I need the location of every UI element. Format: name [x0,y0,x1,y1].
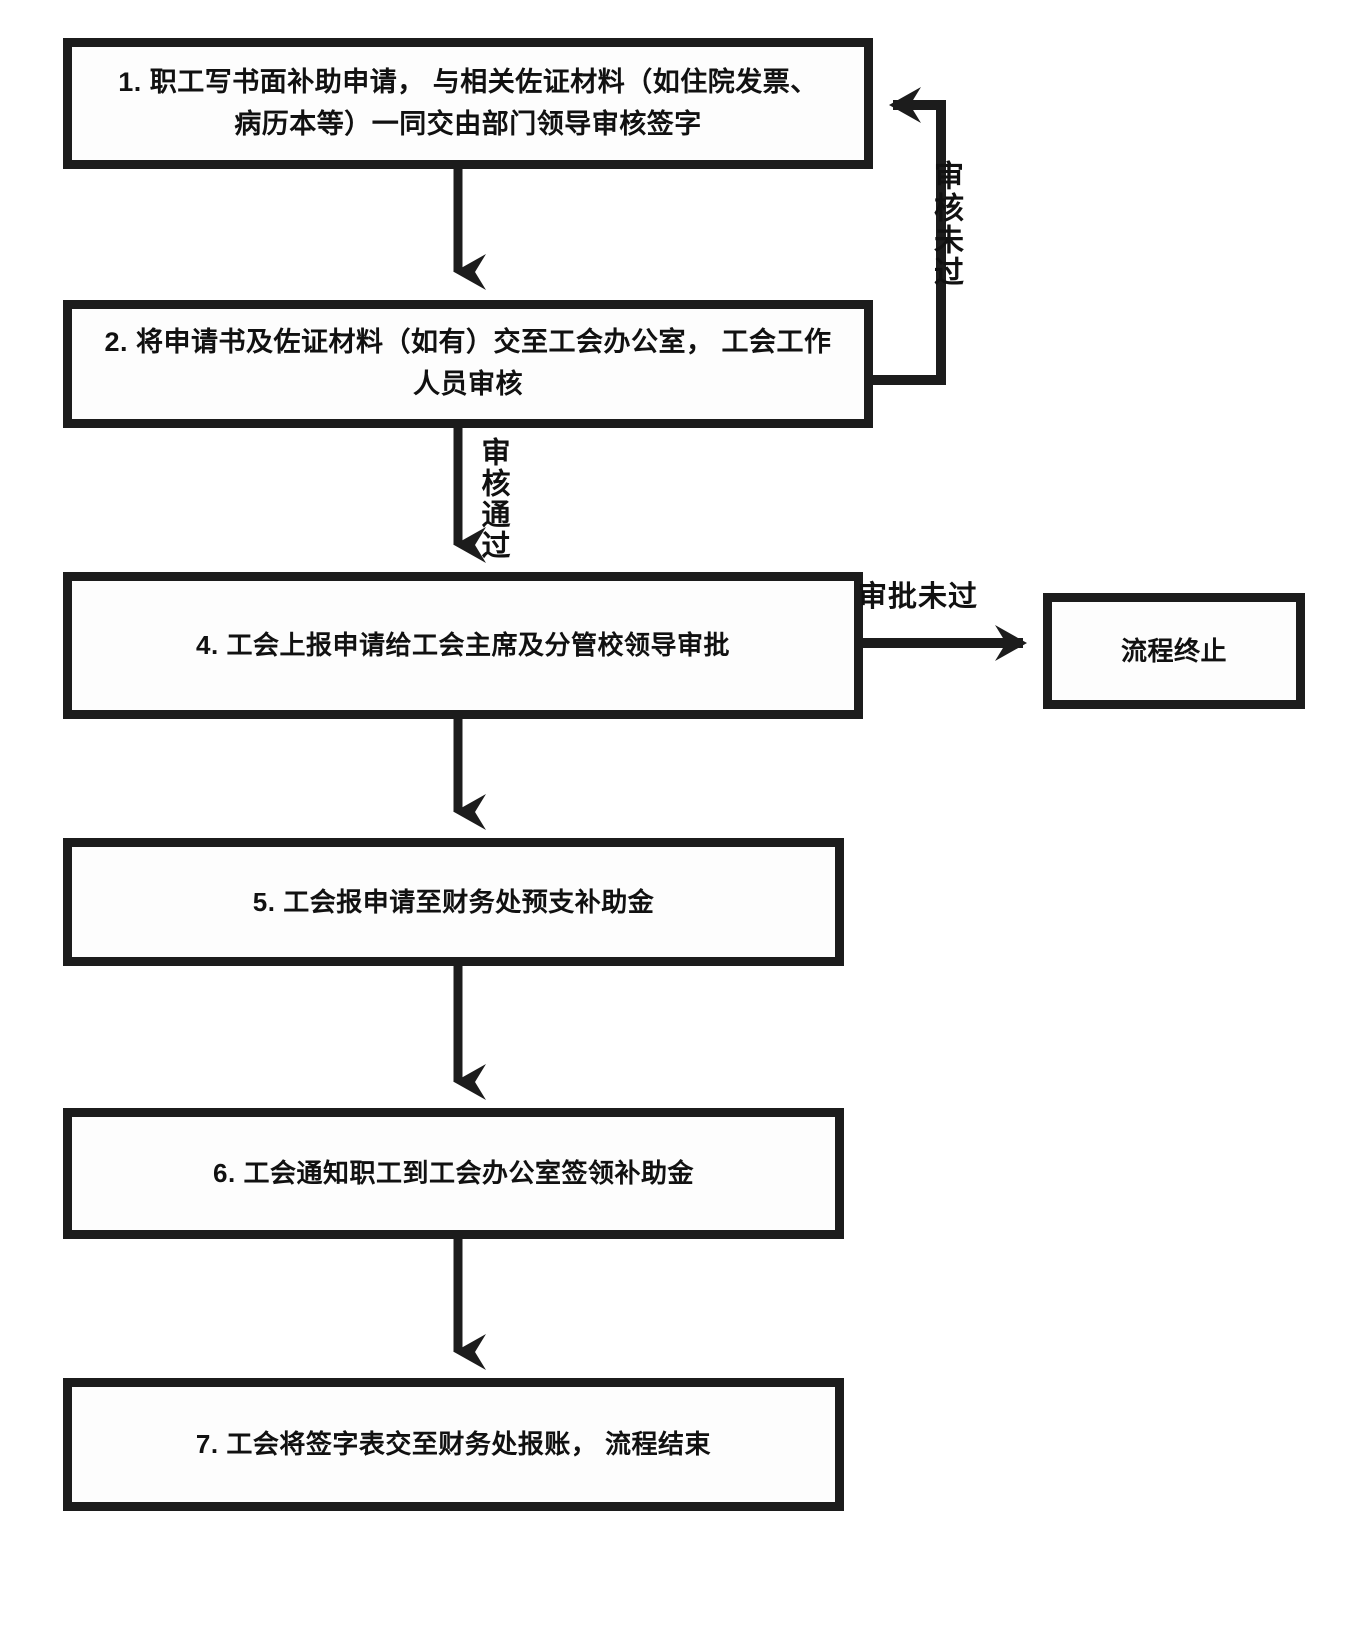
step-6-label: 6. 工会通知职工到工会办公室签领补助金 [213,1158,694,1189]
step-7-label: 7. 工会将签字表交至财务处报账， 流程结束 [195,1429,712,1460]
step-2-label: 2. 将申请书及佐证材料（如有）交至工会办公室， 工会工作 人员审核 [104,327,832,399]
step-1-node[interactable]: 1. 职工写书面补助申请， 与相关佐证材料（如住院发票、 病历本等）一同交由部门… [63,38,873,169]
step-7-node[interactable]: 7. 工会将签字表交至财务处报账， 流程结束 [63,1378,844,1511]
terminate-label: 流程终止 [1120,635,1227,666]
step-5-label: 5. 工会报申请至财务处预支补助金 [252,886,655,917]
step-5-node[interactable]: 5. 工会报申请至财务处预支补助金 [63,838,844,966]
edge-label-reject-approval: 审批未过 [858,581,979,613]
terminate-node[interactable]: 流程终止 [1043,593,1305,709]
step-1-label: 1. 职工写书面补助申请， 与相关佐证材料（如住院发票、 病历本等）一同交由部门… [118,66,818,139]
edge-label-pass-review: 审核通过 [477,437,509,561]
step-4-node[interactable]: 4. 工会上报申请给工会主席及分管校领导审批 [63,572,863,719]
step-4-label: 4. 工会上报申请给工会主席及分管校领导审批 [196,630,730,661]
step-2-node[interactable]: 2. 将申请书及佐证材料（如有）交至工会办公室， 工会工作 人员审核 [63,300,873,428]
step-6-node[interactable]: 6. 工会通知职工到工会办公室签领补助金 [63,1108,844,1239]
edge-label-reject-review: 审核未过 [929,160,962,288]
